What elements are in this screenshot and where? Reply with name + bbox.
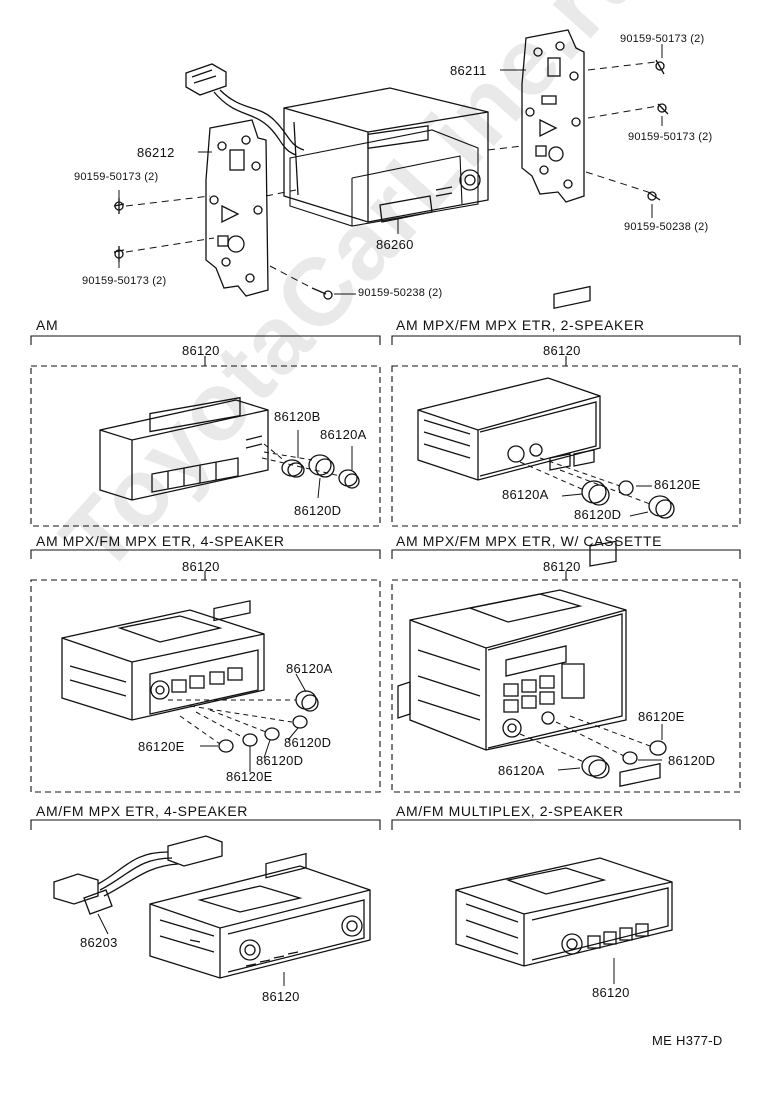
- part-label-86212: 86212: [137, 145, 175, 160]
- screw-label-right-middle: 90159-50173 (2): [628, 131, 713, 143]
- screw-label-right-bottom: 90159-50238 (2): [624, 221, 709, 233]
- panel-title-multiplex: AM/FM MULTIPLEX, 2-SPEAKER: [396, 803, 624, 819]
- panel-6-part: 86120: [592, 985, 630, 1000]
- diagram-code: ME H377-D: [652, 1033, 723, 1048]
- panel-2speaker-label-d: 86120D: [574, 507, 622, 522]
- panel-5-drawing: [53, 835, 371, 986]
- part-label-86211: 86211: [450, 63, 487, 78]
- panel-2speaker-part: 86120: [543, 343, 581, 358]
- screw-label-bottom: 90159-50238 (2): [358, 287, 443, 299]
- panel-am-label-d: 86120D: [294, 503, 342, 518]
- panel-4speaker-label-e1: 86120E: [138, 739, 185, 754]
- panel-title-4speaker: AM MPX/FM MPX ETR, 4-SPEAKER: [36, 533, 285, 549]
- panel-am-part: 86120: [182, 343, 220, 358]
- screw-label-left-upper: 90159-50173 (2): [74, 171, 159, 183]
- panel-4speaker-drawing: [61, 600, 319, 772]
- panel-5-part: 86120: [262, 989, 300, 1004]
- panel-4speaker-label-d1: 86120D: [284, 735, 332, 750]
- panel-title-cassette: AM MPX/FM MPX ETR, W/ CASSETTE: [396, 533, 663, 549]
- panel-2speaker-drawing: [417, 285, 675, 519]
- part-label-86260: 86260: [376, 237, 414, 252]
- panel-4speaker-label-a: 86120A: [286, 661, 333, 676]
- top-assembly-drawing: [113, 29, 669, 300]
- screw-label-right-top: 90159-50173 (2): [620, 33, 705, 45]
- panel-cassette-drawing: [397, 540, 667, 779]
- panel-cassette-part: 86120: [543, 559, 581, 574]
- panel-2speaker-label-a: 86120A: [502, 487, 549, 502]
- panel-title-2speaker: AM MPX/FM MPX ETR, 2-SPEAKER: [396, 317, 645, 333]
- panel-cassette-label-d: 86120D: [668, 753, 716, 768]
- screw-label-left-lower: 90159-50173 (2): [82, 275, 167, 287]
- panel-title-4speaker-etr: AM/FM MPX ETR, 4-SPEAKER: [36, 803, 248, 819]
- panel-4speaker-part: 86120: [182, 559, 220, 574]
- panel-4speaker-label-d2: 86120D: [256, 753, 304, 768]
- panel-5-label-86203: 86203: [80, 935, 118, 950]
- panel-am-label-a: 86120A: [320, 427, 367, 442]
- panel-6-drawing: [455, 762, 673, 984]
- panel-cassette-label-a: 86120A: [498, 763, 545, 778]
- panel-4speaker-label-e2: 86120E: [226, 769, 273, 784]
- panel-cassette-label-e: 86120E: [638, 709, 685, 724]
- section-frames: [30, 335, 741, 830]
- panel-title-am: AM: [36, 317, 59, 333]
- panel-2speaker-label-e: 86120E: [654, 477, 701, 492]
- panel-am-drawing: [99, 396, 360, 501]
- panel-am-label-b: 86120B: [274, 409, 321, 424]
